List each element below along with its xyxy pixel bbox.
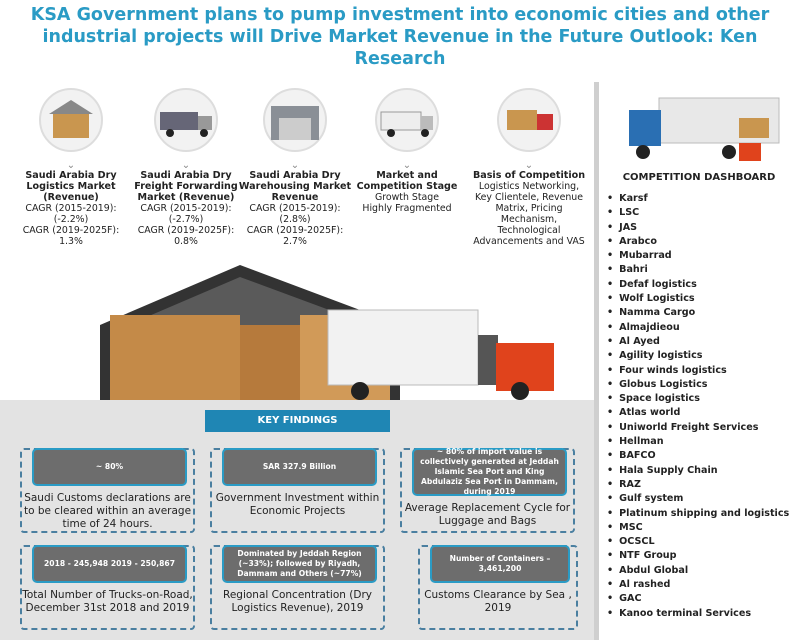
stat-line: Logistics Networking, Key Clientele, Rev… [473, 181, 585, 247]
company-list: KarsfLSCJASArabcoMubarradBahriDefaf logi… [607, 192, 789, 621]
chevron-down-icon: ⌄ [524, 160, 534, 171]
finding-header: 2018 - 245,948 2019 - 250,867 [32, 545, 187, 583]
finding-card: ~ 80% Saudi Customs declarations are to b… [20, 448, 195, 533]
warehouse-illustration [100, 265, 554, 405]
finding-text: Saudi Customs declarations are to be cle… [23, 492, 192, 530]
company-item: Gulf system [607, 492, 789, 506]
finding-header: Number of Containers – 3,461,200 [430, 545, 570, 583]
company-item: Defaf logistics [607, 278, 789, 292]
warehouse-icon [31, 88, 111, 158]
stat-heading: Market and Competition Stage [356, 170, 458, 192]
finding-text: Regional Concentration (Dry Logistics Re… [223, 589, 372, 614]
company-item: Wolf Logistics [607, 292, 789, 306]
company-item: Al rashed [607, 578, 789, 592]
finding-text: Customs Clearance by Sea , 2019 [424, 589, 572, 614]
company-item: Uniworld Freight Services [607, 421, 789, 435]
stat-line: CAGR (2015-2019): (-2.7%) [140, 203, 232, 225]
company-item: Platinum shipping and logistics [607, 507, 789, 521]
stat-line: Highly Fragmented [362, 203, 452, 214]
stat-line: CAGR (2019-2025F): 0.8% [137, 225, 235, 247]
finding-header: Dominated by Jeddah Region (~33%); follo… [222, 545, 377, 583]
company-item: Bahri [607, 263, 789, 277]
finding-card: ~ 80% of import value is collectively ge… [400, 447, 575, 533]
company-item: MSC [607, 521, 789, 535]
company-item: Hellman [607, 435, 789, 449]
company-item: Four winds logistics [607, 364, 789, 378]
company-item: Mubarrad [607, 249, 789, 263]
stat-heading: Saudi Arabia Dry Logistics Market (Reven… [25, 170, 117, 203]
chevron-down-icon: ⌄ [402, 160, 412, 171]
finding-text: Government Investment within Economic Pr… [215, 492, 380, 517]
finding-text: Average Replacement Cycle for Luggage an… [404, 502, 571, 527]
company-item: Almajdieou [607, 321, 789, 335]
stat-line: Growth Stage [374, 192, 439, 203]
company-item: Al Ayed [607, 335, 789, 349]
stat-line: CAGR (2019-2025F): 1.3% [22, 225, 120, 247]
company-item: Kanoo terminal Services [607, 607, 789, 621]
company-item: OCSCL [607, 535, 789, 549]
key-findings-section: KEY FINDINGS ~ 80% Saudi Customs declarat… [0, 400, 594, 640]
company-item: Arabco [607, 235, 789, 249]
stat-warehousing: ⌄ Saudi Arabia Dry Warehousing Market Re… [236, 88, 354, 247]
chevron-down-icon: ⌄ [66, 160, 76, 171]
company-item: GAC [607, 592, 789, 606]
stat-dry-logistics: ⌄ Saudi Arabia Dry Logistics Market (Rev… [12, 88, 130, 247]
company-item: Globus Logistics [607, 378, 789, 392]
stat-heading: Basis of Competition [472, 170, 586, 181]
stat-line: CAGR (2015-2019): (2.8%) [249, 203, 341, 225]
chevron-down-icon: ⌄ [181, 160, 191, 171]
company-item: Atlas world [607, 406, 789, 420]
company-item: RAZ [607, 478, 789, 492]
finding-header: ~ 80% [32, 448, 187, 486]
company-item: LSC [607, 206, 789, 220]
company-item: NTF Group [607, 549, 789, 563]
warehouse-building-icon [255, 88, 335, 158]
finding-text: Total Number of Trucks-on-Road, December… [22, 589, 193, 614]
loading-truck-icon [489, 88, 569, 158]
finding-header: ~ 80% of import value is collectively ge… [412, 447, 567, 496]
page-title: KSA Government plans to pump investment … [30, 5, 770, 69]
van-icon [367, 88, 447, 158]
stat-heading: Saudi Arabia Dry Warehousing Market Reve… [238, 170, 352, 203]
chevron-down-icon: ⌄ [290, 160, 300, 171]
company-item: Namma Cargo [607, 306, 789, 320]
stat-line: CAGR (2015-2019): (-2.2%) [25, 203, 117, 225]
company-item: Abdul Global [607, 564, 789, 578]
company-item: BAFCO [607, 449, 789, 463]
competition-sidebar: COMPETITION DASHBOARD KarsfLSCJASArabcoM… [594, 82, 800, 640]
stat-heading: Saudi Arabia Dry Freight Forwarding Mark… [134, 170, 238, 203]
dashboard-title: COMPETITION DASHBOARD [622, 172, 776, 183]
truck-icon [146, 88, 226, 158]
stat-line: CAGR (2019-2025F): 2.7% [246, 225, 344, 247]
company-item: Space logistics [607, 392, 789, 406]
company-item: JAS [607, 221, 789, 235]
truck-forklift-illustration [629, 97, 780, 161]
finding-header: SAR 327.9 Billion [222, 448, 377, 486]
company-item: Agility logistics [607, 349, 789, 363]
finding-card: Dominated by Jeddah Region (~33%); follo… [210, 545, 385, 630]
stat-freight-forwarding: ⌄ Saudi Arabia Dry Freight Forwarding Ma… [127, 88, 245, 247]
company-item: Hala Supply Chain [607, 464, 789, 478]
company-item: Karsf [607, 192, 789, 206]
key-findings-banner: KEY FINDINGS [205, 410, 390, 432]
